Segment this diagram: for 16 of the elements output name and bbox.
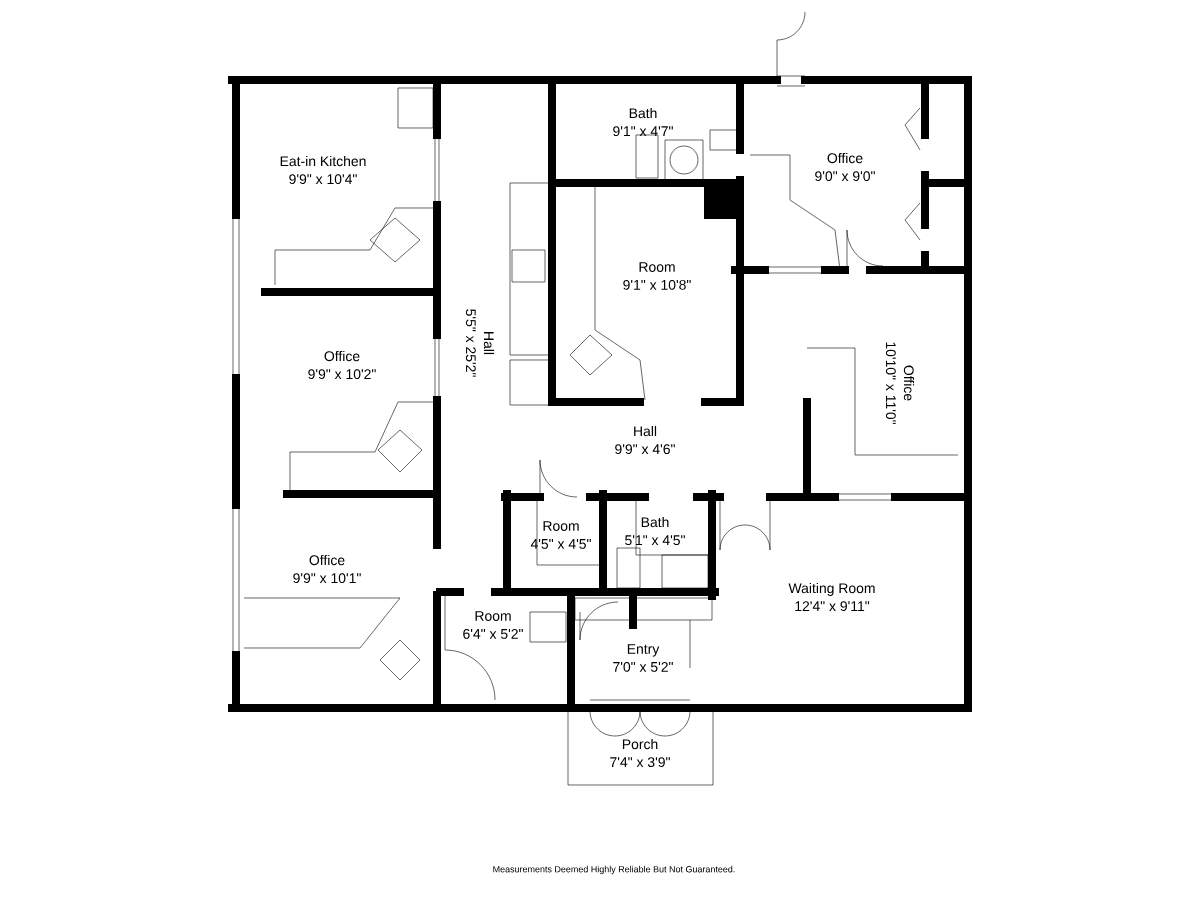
room: Eat-in Kitchen 9'9" x 10'4" [280,155,366,185]
room: Room 4'5" x 4'5" [530,521,591,549]
room: Hall 5'5" x 25'2" [465,309,495,377]
room: Hall 9'9" x 4'6" [615,425,675,455]
room: Office 9'9" x 10'1" [293,554,361,584]
room: Bath 5'1" x 4'5" [625,516,685,546]
room: Entry 7'0" x 5'2" [613,644,673,672]
room: Office 10'10" x 11'0" [885,342,915,424]
footnote: Measurements Deemed Highly Reliable But Not Guaranteed. [493,865,735,875]
room: Waiting Room 12'4" x 9'11" [788,582,875,612]
room: Room 6'4" x 5'2" [463,611,523,639]
room: Office 9'9" x 10'2" [308,350,376,380]
room: Bath 9'1" x 4'7" [613,107,673,137]
room: Office 9'0" x 9'0" [815,152,875,182]
room: Room 9'1" x 10'8" [623,262,691,290]
room: Porch 7'4" x 3'9" [610,738,670,768]
